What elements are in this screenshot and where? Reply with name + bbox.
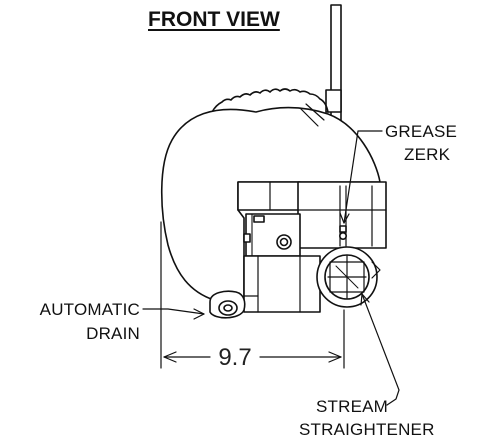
front-block: [243, 213, 301, 257]
lower-bracket: [243, 255, 321, 313]
grease-zerk-fitting: [338, 225, 347, 241]
center-bracket: [237, 181, 301, 211]
leader-lines: [142, 130, 400, 406]
view-title: FRONT VIEW: [148, 8, 280, 31]
grease-label-line1: GREASE: [385, 122, 458, 141]
automatic-drain: [209, 290, 246, 319]
dimension-extension-lines: [160, 221, 345, 369]
stream-label-line1: STREAM: [316, 397, 389, 416]
drain-label-line2: DRAIN: [86, 324, 140, 343]
drain-label-line1: AUTOMATIC: [39, 300, 140, 319]
dimension-line: [163, 351, 342, 363]
gear-housing: [160, 106, 381, 301]
nozzle: [316, 246, 381, 308]
scalloped-rim: [211, 88, 329, 113]
grease-label-line2: ZERK: [404, 145, 451, 164]
stream-label-line2: STRAIGHTENER: [299, 420, 435, 439]
dimension-value: 9.7: [212, 345, 258, 371]
